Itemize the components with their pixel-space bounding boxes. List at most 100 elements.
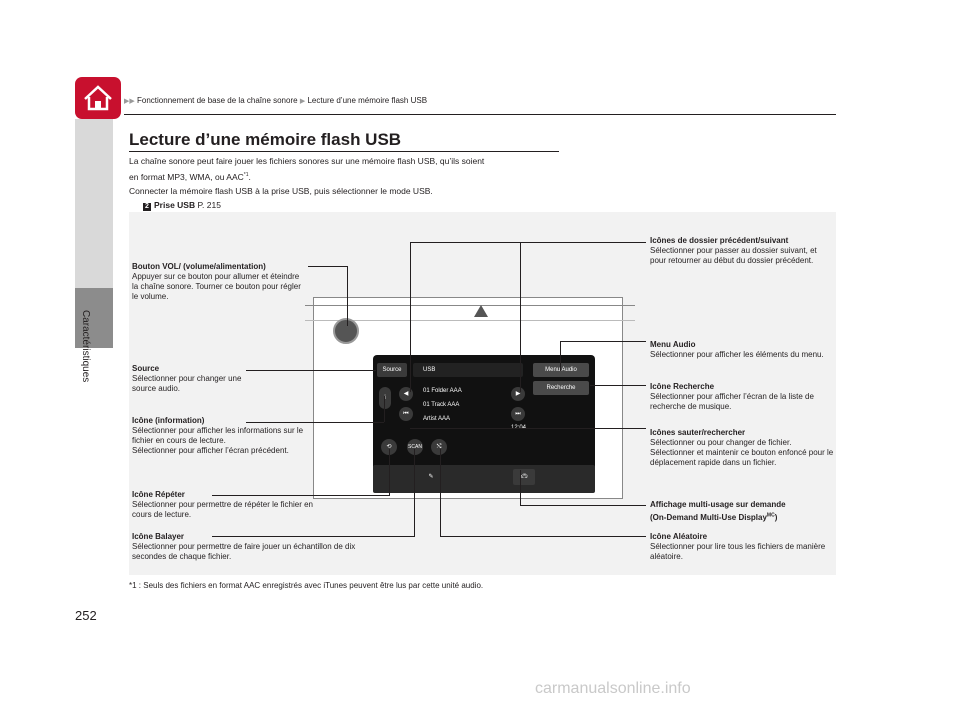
intro-line: en format MP3, WMA, ou AAC [129, 171, 244, 182]
callout-text: Sélectionner pour afficher les informati… [132, 426, 304, 445]
intro-text: La chaîne sonore peut faire jouer les fi… [129, 156, 485, 211]
home-icon[interactable] [75, 77, 121, 119]
intro-line: Connecter la mémoire flash USB à la pris… [129, 185, 433, 196]
leader-line [212, 536, 415, 537]
source-button[interactable]: Source [377, 363, 407, 377]
odmd-bar [373, 465, 595, 493]
callout-skip: Icônes sauter/rechercher Sélectionner ou… [650, 428, 834, 468]
callout-text: Sélectionner pour afficher l’écran de la… [650, 392, 814, 411]
car-icon[interactable]: 🚗︎ [513, 469, 535, 485]
callout-title: Icône Répéter [132, 490, 185, 499]
callout-search: Icône Recherche Sélectionner pour affich… [650, 382, 834, 412]
trademark-sup: MC [766, 512, 775, 518]
callout-title: (On-Demand Multi-Use Display [650, 512, 767, 522]
callout-menu: Menu Audio Sélectionner pour afficher le… [650, 340, 834, 360]
leader-line [440, 536, 646, 537]
leader-line [414, 449, 415, 536]
footnote-ref: *1 [243, 172, 249, 178]
repeat-icon[interactable]: ⟲ [381, 439, 397, 455]
callout-repeat: Icône Répéter Sélectionner pour permettr… [132, 490, 332, 520]
title-rule [129, 151, 559, 152]
footnote-text: Seuls des fichiers en format AAC enregis… [143, 581, 484, 590]
sidebar-active-tab [75, 288, 113, 348]
callout-text: Sélectionner pour afficher les éléments … [650, 350, 824, 359]
callout-text: Sélectionner pour lire tous les fichiers… [650, 542, 826, 561]
watermark: carmanualsonline.info [535, 680, 691, 697]
skip-back-icon[interactable]: ⏮ [399, 407, 413, 421]
xref-icon: 2 [143, 202, 151, 211]
leader-line [590, 385, 646, 386]
info-icon[interactable]: i [379, 387, 391, 409]
leader-line [520, 242, 521, 392]
leader-line [246, 370, 376, 371]
callout-title: Icône (information) [132, 416, 205, 425]
leader-line [246, 422, 384, 423]
side-label: Caractéristiques [80, 310, 91, 383]
track-name: 01 Track AAA [423, 402, 460, 408]
footnote: *1 : Seuls des fichiers en format AAC en… [129, 580, 569, 591]
odmd-icon[interactable]: ✎ [428, 474, 434, 480]
leader-line [308, 266, 348, 267]
leader-line [347, 266, 348, 326]
callout-title: Source [132, 364, 160, 373]
callout-title: Icône Recherche [650, 382, 715, 391]
vol-knob[interactable] [333, 318, 359, 344]
menu-audio-button[interactable]: Menu Audio [533, 363, 589, 377]
folder-next-icon[interactable]: ▶ [511, 387, 525, 401]
callout-odmd: Affichage multi-usage sur demande (On-De… [650, 500, 786, 522]
cd-slot [305, 305, 635, 321]
leader-line [389, 449, 390, 495]
audio-screen: Source USB Menu Audio Recherche ◀ ▶ i ⏮ … [373, 355, 595, 493]
intro-line: La chaîne sonore peut faire jouer les fi… [129, 156, 485, 166]
callout-info: Icône (information) Sélectionner pour af… [132, 416, 312, 456]
callout-vol: Bouton VOL/ (volume/alimentation) Appuye… [132, 262, 307, 302]
leader-line [520, 505, 646, 506]
folder-prev-icon[interactable]: ◀ [399, 387, 413, 401]
callout-title: Bouton VOL/ (volume/alimentation) [132, 262, 266, 271]
recherche-button[interactable]: Recherche [533, 381, 589, 395]
callout-title: Icônes de dossier précédent/suivant [650, 236, 789, 245]
callout-text: Appuyer sur ce bouton pour allumer et ét… [132, 272, 301, 301]
leader-line [410, 242, 411, 392]
page-title: Lecture d’une mémoire flash USB [129, 130, 402, 149]
callout-text: Sélectionner et maintenir ce bouton enfo… [650, 448, 834, 467]
chevron-right-icon: ▶▶ [124, 98, 135, 105]
usb-label: USB [413, 363, 523, 377]
chevron-right-icon: ▶ [299, 98, 306, 105]
xref-link[interactable]: Prise USB [154, 199, 196, 210]
leader-line [410, 242, 646, 243]
leader-line [560, 341, 646, 342]
callout-text: Sélectionner ou pour changer de fichier. [650, 438, 792, 447]
callout-text: Sélectionner pour permettre de faire jou… [132, 542, 356, 561]
callout-title: Menu Audio [650, 340, 696, 349]
scan-icon[interactable]: SCAN [407, 439, 423, 455]
leader-line [520, 470, 521, 505]
leader-line [410, 428, 646, 429]
callout-scan: Icône Balayer Sélectionner pour permettr… [132, 532, 362, 562]
header-rule [124, 114, 836, 115]
breadcrumb: ▶▶ Fonctionnement de base de la chaîne s… [124, 96, 427, 105]
leader-line [560, 341, 561, 371]
random-icon[interactable]: ⤭ [431, 439, 447, 455]
callout-title: Icônes sauter/rechercher [650, 428, 746, 437]
breadcrumb-item[interactable]: Fonctionnement de base de la chaîne sono… [137, 96, 298, 105]
callout-random: Icône Aléatoire Sélectionner pour lire t… [650, 532, 834, 562]
xref-page: P. 215 [197, 199, 221, 210]
folder-name: 01 Folder AAA [423, 388, 462, 394]
breadcrumb-item[interactable]: Lecture d’une mémoire flash USB [307, 96, 428, 105]
footnote-marker: *1 : [129, 581, 142, 590]
artist-name: Artist AAA [423, 416, 451, 422]
callout-source: Source Sélectionner pour changer une sou… [132, 364, 262, 394]
hazard-icon [474, 305, 488, 317]
callout-title: Icône Aléatoire [650, 532, 708, 541]
callout-title: Affichage multi-usage sur demande [650, 500, 786, 509]
callout-text: Sélectionner pour passer au dossier suiv… [650, 246, 817, 265]
leader-line [212, 495, 390, 496]
page-number: 252 [75, 608, 97, 623]
callout-folder: Icônes de dossier précédent/suivant Séle… [650, 236, 834, 266]
callout-text: Sélectionner pour changer une source aud… [132, 374, 242, 393]
callout-text: Sélectionner pour afficher l’écran précé… [132, 446, 289, 455]
leader-line [384, 396, 385, 422]
callout-title: Icône Balayer [132, 532, 185, 541]
skip-forward-icon[interactable]: ⏭ [511, 407, 525, 421]
